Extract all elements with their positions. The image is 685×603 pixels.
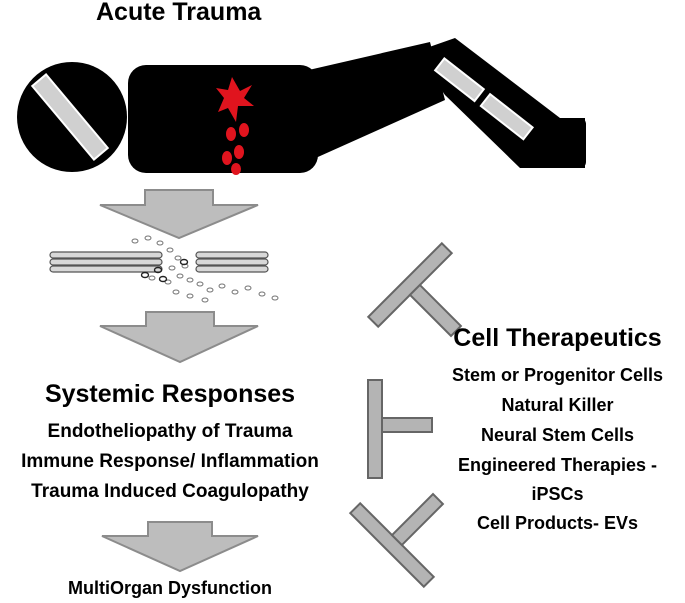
wound-icon (216, 77, 254, 122)
therapy-item-natural-killer: Natural Killer (501, 395, 614, 415)
inhibitor-icon-1 (366, 241, 463, 338)
arrow-down-icon-3 (101, 521, 259, 573)
therapy-item-ipscs: iPSCs (531, 484, 584, 504)
systemic-item-immune-response: Immune Response/ Inflammation (21, 451, 319, 472)
therapy-item-stem-progenitor: Stem or Progenitor Cells (451, 365, 664, 385)
therapy-item-engineered: Engineered Therapies - (457, 455, 658, 475)
patient-foot (520, 118, 586, 168)
blood-drops (222, 123, 249, 175)
leg-fracture-icon (433, 57, 535, 141)
cell-therapeutics-title: Cell Therapeutics (453, 324, 662, 352)
arrow-down-icon-1 (99, 189, 259, 240)
inhibitor-icon-3 (348, 492, 445, 589)
systemic-item-coagulopathy: Trauma Induced Coagulopathy (31, 481, 309, 502)
therapy-item-cell-products: Cell Products- EVs (476, 513, 639, 533)
systemic-item-endotheliopathy: Endotheliopathy of Trauma (47, 421, 293, 442)
patient-upper-leg (300, 42, 445, 165)
arrow-down-icon-2 (99, 311, 259, 364)
diagram-title: Acute Trauma (96, 0, 262, 26)
outcome-label: MultiOrgan Dysfunction (68, 578, 272, 598)
inhibitor-icon-2 (367, 379, 433, 479)
therapy-item-neural-stem: Neural Stem Cells (480, 425, 635, 445)
head-fracture-icon (30, 73, 110, 161)
damaged-vessel-wall-icon (49, 235, 279, 303)
patient-torso (128, 65, 318, 173)
systemic-responses-title: Systemic Responses (44, 380, 296, 408)
patient-figure (17, 38, 586, 175)
